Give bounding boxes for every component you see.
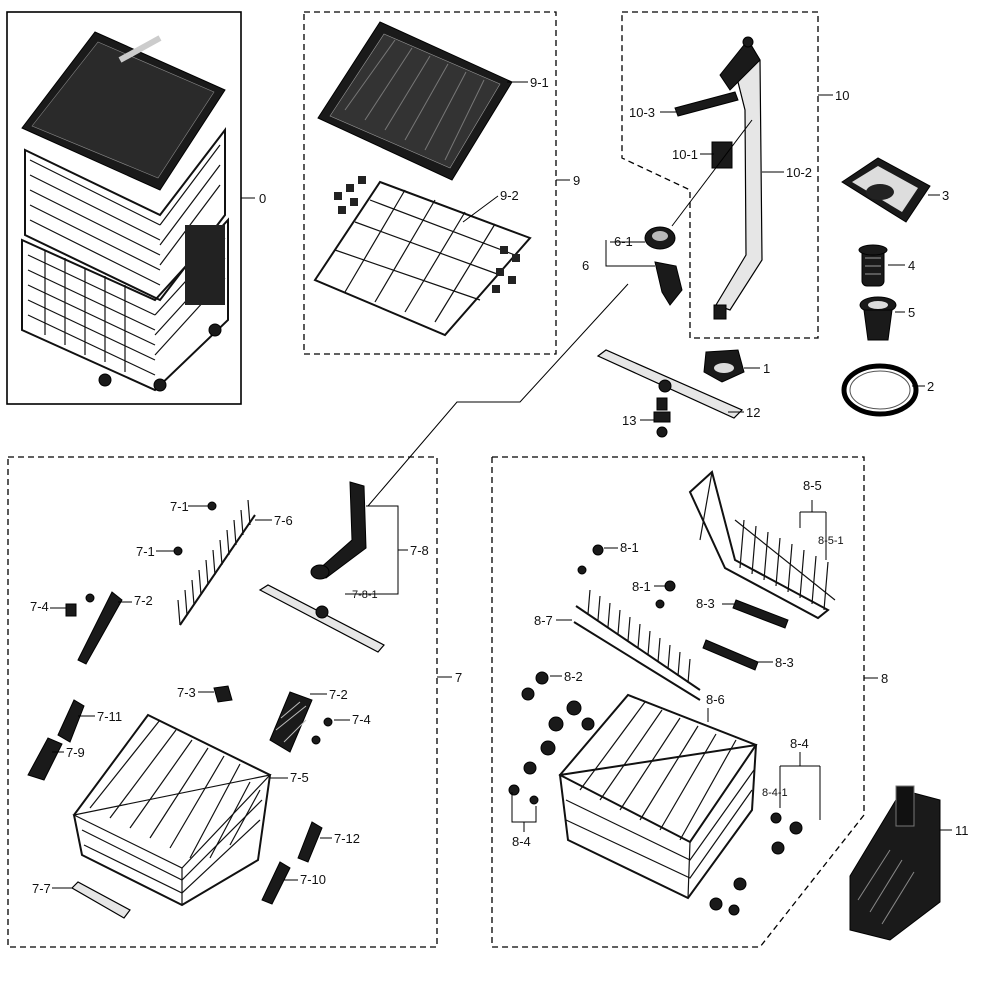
callout-4: 4 (908, 258, 915, 273)
callout-7-4a: 7-4 (30, 599, 49, 614)
callout-9: 9 (573, 173, 580, 188)
callout-11: 11 (955, 823, 969, 838)
callout-10-2: 10-2 (786, 165, 812, 180)
spray-arm-holder-illustration (703, 349, 745, 383)
callout-8-4-1: 8-4-1 (762, 787, 788, 799)
callout-0: 0 (259, 191, 266, 206)
assembly-box-9 (303, 11, 557, 355)
callout-8-5-1: 8-5-1 (818, 535, 844, 547)
callout-3: 3 (942, 188, 949, 203)
callout-7-10: 7-10 (300, 872, 326, 887)
lower-spray-arm-illustration (596, 349, 744, 419)
lower-tine-row-illustration (573, 565, 701, 701)
pipe-clip-illustration (674, 91, 739, 117)
callout-7-9: 7-9 (66, 745, 85, 760)
cup-shelf-clip-illustration (65, 591, 123, 665)
cutlery-basket-illustration (849, 785, 941, 941)
callout-9-2: 9-2 (500, 188, 519, 203)
callout-7-2b: 7-2 (329, 687, 348, 702)
rack-adjuster-illustration (27, 699, 85, 781)
callout-7-1b: 7-1 (136, 544, 155, 559)
assembly-box-0 (6, 11, 242, 405)
callout-13: 13 (622, 413, 636, 428)
assembly-box-10 (621, 11, 819, 339)
callout-10-1: 10-1 (672, 147, 698, 162)
cutlery-tray-illustration (317, 21, 513, 181)
callout-8-6: 8-6 (706, 692, 725, 707)
callout-7-11: 7-11 (97, 709, 122, 724)
callout-2: 2 (927, 379, 934, 394)
connector-line (671, 119, 753, 227)
callout-10: 10 (835, 88, 849, 103)
callout-7-8: 7-8 (410, 543, 429, 558)
callout-12: 12 (746, 405, 760, 420)
callout-7-2a: 7-2 (134, 593, 153, 608)
callout-7: 7 (455, 670, 462, 685)
callout-7-3: 7-3 (177, 685, 196, 700)
lower-rack-roller-illustration (709, 812, 803, 916)
water-supply-pipe-illustration (713, 36, 763, 320)
callout-7-8-1: 7-8-1 (352, 589, 378, 601)
callout-8-2: 8-2 (564, 669, 583, 684)
rack-rail-cap-illustration (261, 821, 323, 905)
filter-ring-illustration (841, 363, 919, 417)
coarse-filter-illustration (859, 296, 897, 341)
rack-roller-illustration (213, 685, 233, 703)
pipe-connector-illustration (711, 141, 733, 169)
clip-illustration (311, 717, 333, 745)
upper-basket-illustration (72, 713, 272, 907)
callout-5: 5 (908, 305, 915, 320)
callout-1: 1 (763, 361, 770, 376)
callout-8-1a: 8-1 (620, 540, 639, 555)
assembly-box-7 (7, 456, 438, 948)
callout-8-4a: 8-4 (790, 736, 809, 751)
callout-7-1a: 7-1 (170, 499, 189, 514)
callout-8-1b: 8-1 (632, 579, 651, 594)
callout-8-4b: 8-4 (512, 834, 531, 849)
callout-10-3: 10-3 (629, 105, 655, 120)
callout-8: 8 (881, 671, 888, 686)
cup-shelf-illustration (269, 691, 313, 753)
spray-arm-nut-illustration (653, 397, 671, 438)
callout-8-3b: 8-3 (775, 655, 794, 670)
lower-basket-illustration (558, 693, 758, 900)
callout-7-12: 7-12 (334, 831, 360, 846)
assembly-box-8 (491, 456, 865, 948)
fine-filter-illustration (858, 244, 888, 287)
nozzle-illustration (654, 261, 683, 306)
callout-9-1: 9-1 (530, 75, 549, 90)
nozzle-holder-illustration (644, 226, 676, 250)
tray-rail-illustration (313, 176, 532, 337)
callout-6: 6 (582, 258, 589, 273)
callout-7-5: 7-5 (290, 770, 309, 785)
folding-tine-illustration (688, 470, 836, 620)
tine-row-illustration (177, 499, 256, 626)
callout-8-3a: 8-3 (696, 596, 715, 611)
rack-rod-illustration (702, 599, 789, 671)
rack-handle-illustration (71, 881, 131, 919)
upper-spray-arm-illustration (258, 584, 385, 653)
callout-7-7: 7-7 (32, 881, 51, 896)
upper-spray-arm-feed-illustration (310, 481, 367, 580)
callout-6-1: 6-1 (614, 234, 633, 249)
filter-cover-illustration (841, 157, 931, 223)
callout-8-5: 8-5 (803, 478, 822, 493)
lower-rack-wheel-illustration (508, 671, 595, 805)
callout-7-6: 7-6 (274, 513, 293, 528)
rack-assembly-illustration (21, 31, 229, 392)
callout-7-4b: 7-4 (352, 712, 371, 727)
callout-8-7: 8-7 (534, 613, 553, 628)
